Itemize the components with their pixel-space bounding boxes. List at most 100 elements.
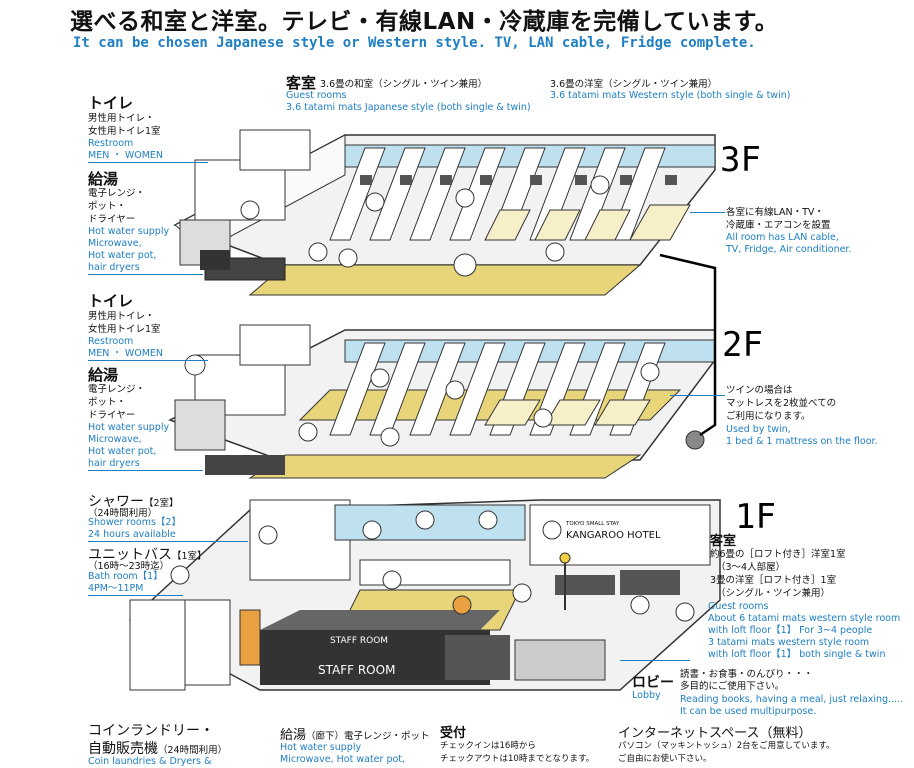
kitchen-1f-en-2: Microwave, Hot water pot, [280, 754, 406, 765]
laundry-title-2-text: 自動販売機 [88, 741, 158, 757]
hotel-sign-small: TOKYO SMALL STAY [566, 521, 620, 527]
bath-en-1: Bath room【1】 [88, 571, 163, 582]
leader-line [88, 360, 208, 361]
kitchen-1f-en-1: Hot water supply [280, 742, 362, 753]
floor-1-illustration [128, 499, 721, 691]
kitchen-3f-jp-1: 電子レンジ・ [88, 188, 146, 199]
bath-count: 【1室】 [172, 551, 207, 562]
toilet-2f-jp-2: 女性用トイレ1室 [88, 324, 161, 335]
toilet-3f-title: トイレ [88, 94, 134, 112]
lobby-jp-2: 多目的にご使用下さい。 [680, 681, 785, 692]
toilet-2f-en-2: MEN ・ WOMEN [88, 348, 164, 359]
reception-title: 受付 [440, 726, 467, 741]
bath-title-text: ユニットバス [88, 547, 172, 563]
floor-3-illustration [173, 129, 716, 296]
kitchen-1f-title: 給湯（廊下）電子レンジ・ポット [280, 724, 430, 743]
amenities-jp-1: 各室に有線LAN・TV・ [726, 207, 824, 218]
lobby-title: ロビー [632, 675, 674, 691]
kitchen-1f-title-text: 給湯 [280, 728, 307, 743]
bath-title: ユニットバス【1室】 [88, 544, 207, 564]
toilet-2f-en-1: Restroom [88, 336, 134, 347]
kitchen-2f-title: 給湯 [88, 366, 119, 384]
amenities-jp-2: 冷蔵庫・エアコンを設置 [726, 220, 831, 231]
kitchen-2f-en-1: Hot water supply [88, 422, 170, 433]
toilet-2f-jp-1: 男性用トイレ・ [88, 311, 155, 322]
kitchen-3f-en-1: Hot water supply [88, 226, 170, 237]
laundry-hours: （24時間利用） [158, 745, 228, 756]
guest-room-1f-jp-4: （シングル・ツイン兼用） [716, 588, 831, 599]
kitchen-3f-en-3: Hot water pot, [88, 250, 157, 261]
leader-line [690, 212, 725, 213]
guest-room-3f-jp: 3.6畳の和室（シングル・ツイン兼用） [320, 79, 488, 90]
toilet-3f-jp-1: 男性用トイレ・ [88, 113, 155, 124]
shower-title: シャワー【2室】 [88, 491, 179, 511]
guest-room-3f-en-1: Guest rooms [286, 90, 347, 101]
floor-label-1f: 1F [735, 497, 776, 537]
leader-line [88, 541, 248, 542]
leader-line [670, 395, 725, 396]
shower-en-1: Shower rooms【2】 [88, 517, 181, 528]
staff-room-sign: STAFF ROOM [318, 663, 396, 677]
toilet-3f-en-1: Restroom [88, 138, 134, 149]
kitchen-2f-jp-2: ポット・ [88, 397, 127, 408]
kitchen-2f-en-3: Hot water pot, [88, 446, 157, 457]
toilet-3f-jp-2: 女性用トイレ1室 [88, 126, 161, 137]
amenities-en-1: All room has LAN cable, [726, 232, 839, 243]
guest-room-1f-title: 客室 [710, 534, 737, 549]
lobby-jp-1: 読書・お食事・のんびり・・・ [680, 669, 814, 680]
western-room-3f-en: 3.6 tatami mats Western style (both sing… [550, 90, 791, 101]
guest-room-1f-en-1: Guest rooms [708, 601, 769, 612]
twin-note-jp-3: ご利用になります。 [726, 411, 811, 422]
guest-room-3f-title: 客室 [286, 74, 317, 92]
shower-hours: （24時間利用） [88, 508, 158, 519]
internet-jp-1: パソコン（マッキントッシュ）2台をご用意しています。 [618, 741, 835, 751]
page-subtitle: It can be chosen Japanese style or Weste… [73, 35, 756, 51]
guest-room-1f-en-5: with loft floor【1】 both single & twin [708, 649, 886, 660]
leader-line [88, 595, 183, 596]
guest-room-1f-en-2: About 6 tatami mats western style room [708, 613, 901, 624]
twin-note-en-1: Used by twin, [726, 424, 791, 435]
kitchen-2f-jp-1: 電子レンジ・ [88, 384, 146, 395]
shower-count: 【2室】 [144, 498, 179, 509]
shower-title-text: シャワー [88, 494, 144, 510]
internet-jp-2: ご自由にお使い下さい。 [618, 754, 712, 764]
floor-2-illustration [168, 324, 716, 479]
leader-line [88, 470, 203, 471]
laundry-title-2: 自動販売機（24時間利用） [88, 738, 227, 758]
kitchen-3f-jp-3: ドライヤー [88, 214, 136, 225]
page-title: 選べる和室と洋室。テレビ・有線LAN・冷蔵庫を完備しています。 [70, 9, 779, 35]
amenities-en-2: TV, Fridge, Air conditioner. [726, 244, 852, 255]
leader-line [88, 274, 203, 275]
twin-note-jp-2: マットレスを2枚並べての [726, 398, 837, 409]
western-room-3f-jp: 3.6畳の洋室（シングル・ツイン兼用） [550, 79, 718, 90]
kitchen-3f-en-4: hair dryers [88, 262, 140, 273]
kitchen-3f-en-2: Microwave, [88, 238, 142, 249]
kitchen-2f-jp-3: ドライヤー [88, 410, 136, 421]
lobby-en-1: Reading books, having a meal, just relax… [680, 694, 904, 705]
shower-en-2: 24 hours available [88, 529, 176, 540]
laundry-title-1: コインランドリー・ [88, 723, 214, 739]
laundry-en-1: Coin laundries & Dryers & [88, 756, 212, 767]
kitchen-3f-jp-2: ポット・ [88, 201, 127, 212]
bath-hours: （16時〜23時迄） [88, 561, 170, 572]
guest-room-1f-jp-2: （3〜4人部屋） [716, 562, 786, 573]
bath-en-2: 4PM〜11PM [88, 583, 144, 594]
lobby-en-2: It can be used multipurpose. [680, 706, 817, 717]
leader-line [620, 660, 690, 661]
guest-room-1f-jp-1: 約6畳の［ロフト付き］洋室1室 [710, 549, 846, 560]
leader-line [88, 162, 208, 163]
guest-room-3f-en-2: 3.6 tatami mats Japanese style (both sin… [286, 102, 531, 113]
staff-room-sign-top: STAFF ROOM [330, 636, 389, 646]
hotel-sign: KANGAROO HOTEL [566, 530, 661, 541]
guest-room-1f-en-4: 3 tatami mats western style room [708, 637, 870, 648]
kitchen-2f-en-4: hair dryers [88, 458, 140, 469]
reception-jp-1: チェックインは16時から [440, 741, 536, 751]
kitchen-2f-en-2: Microwave, [88, 434, 142, 445]
internet-title: インターネットスペース（無料） [618, 726, 812, 741]
kitchen-3f-title: 給湯 [88, 170, 119, 188]
floor-label-2f: 2F [722, 325, 763, 365]
guest-room-1f-en-3: with loft floor【1】 For 3~4 people [708, 625, 873, 636]
toilet-2f-title: トイレ [88, 292, 134, 310]
reception-jp-2: チェックアウトは10時までとなります。 [440, 754, 595, 764]
